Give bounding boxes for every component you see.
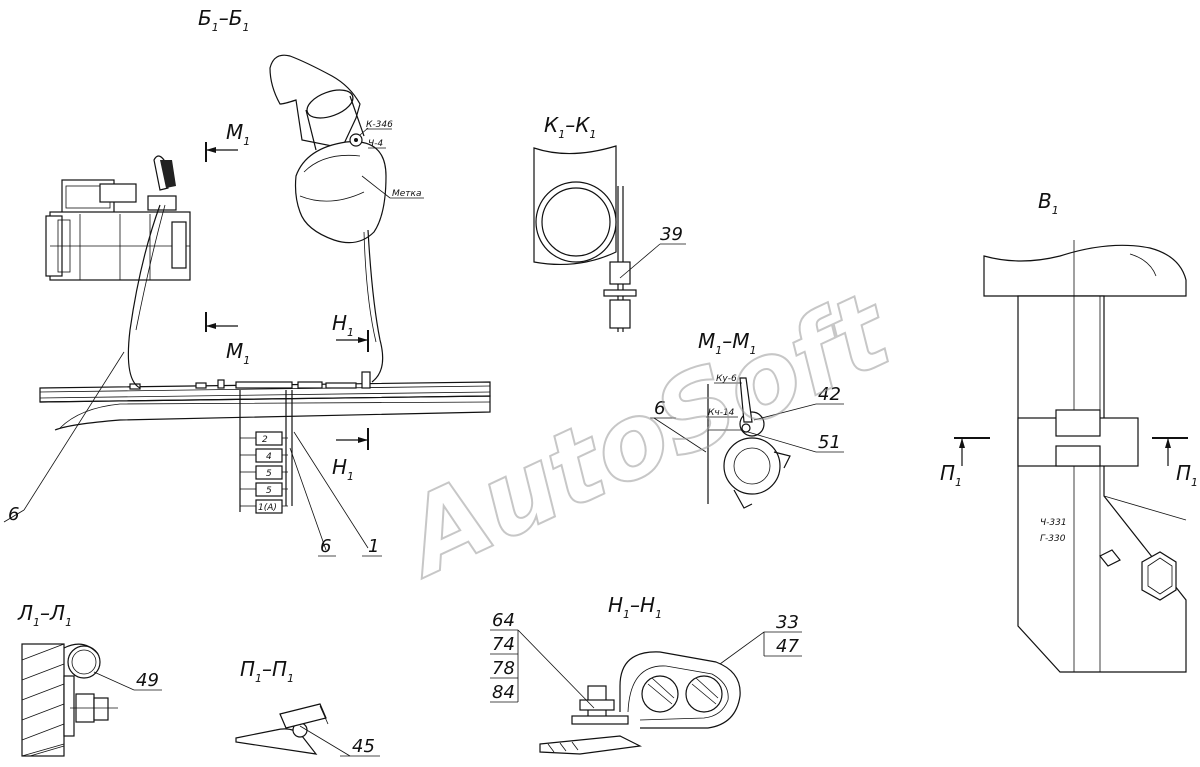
section-mark-m1-top: М1 (205, 120, 250, 162)
callout-6-m1: 6 (650, 398, 707, 453)
callout-39: 39 (619, 224, 686, 279)
view-title-k1: К1–К1 (544, 113, 596, 141)
view-title-v1: В1 (1038, 189, 1059, 217)
callout-51: 51 (747, 431, 844, 453)
connector-label-3: 5 (266, 486, 272, 496)
callout-42: 42 (753, 384, 844, 421)
svg-text:М1: М1 (226, 120, 250, 148)
connector-label-1: 4 (266, 452, 272, 462)
connector-label-2: 5 (266, 469, 272, 479)
section-mark-n1-top: Н1 (332, 311, 369, 352)
svg-text:Ч-4: Ч-4 (368, 139, 383, 149)
view-title-m1: М1–М1 (698, 329, 757, 357)
frame-rail (39, 371, 491, 431)
svg-text:К-346: К-346 (366, 120, 393, 130)
callout-6-mid: 6 (289, 447, 336, 557)
callout-49: 49 (93, 670, 162, 691)
view-title-p1: П1–П1 (240, 657, 294, 685)
svg-text:42: 42 (818, 384, 841, 405)
wire-labels-v1: Ч-331 Г-330 (1040, 518, 1067, 544)
callout-45: 45 (299, 725, 380, 757)
svg-text:П1: П1 (1176, 461, 1198, 489)
svg-text:М1–М1: М1–М1 (698, 329, 757, 357)
svg-text:51: 51 (818, 432, 841, 453)
svg-text:6: 6 (8, 504, 19, 525)
svg-text:6: 6 (320, 536, 331, 557)
svg-text:Н1: Н1 (332, 311, 354, 339)
svg-text:49: 49 (136, 670, 159, 691)
view-title-b1: Б1–Б1 (198, 6, 249, 34)
svg-text:Кч-14: Кч-14 (708, 408, 735, 418)
svg-text:Ч-331: Ч-331 (1040, 518, 1067, 528)
callout-6-left: 6 (3, 351, 125, 525)
view-k1-pipe (533, 145, 637, 332)
svg-text:6: 6 (654, 398, 665, 419)
svg-text:Н1–Н1: Н1–Н1 (608, 593, 662, 621)
starter-motor (45, 155, 191, 281)
section-mark-p1-right: П1 (1152, 437, 1198, 489)
svg-text:39: 39 (660, 224, 683, 245)
connector-block: 2 4 5 5 1(А) (239, 390, 288, 514)
wire-labels-top: К-346 Ч-4 Метка (361, 120, 424, 199)
svg-text:1: 1 (368, 536, 379, 557)
svg-text:Б1–Б1: Б1–Б1 (198, 6, 249, 34)
svg-text:П1–П1: П1–П1 (240, 657, 294, 685)
svg-text:Н1: Н1 (332, 455, 354, 483)
svg-text:М1: М1 (226, 339, 250, 367)
view-title-l1: Л1–Л1 (17, 601, 72, 629)
svg-text:В1: В1 (1038, 189, 1059, 217)
svg-text:33: 33 (776, 612, 799, 633)
svg-text:78: 78 (492, 658, 515, 679)
wiring-harness (127, 204, 384, 506)
view-p1-part (235, 703, 329, 755)
view-n1-clamp (539, 651, 741, 755)
connector-label-0: 2 (262, 435, 268, 445)
view-title-n1: Н1–Н1 (608, 593, 662, 621)
view-v1-bracket (983, 240, 1187, 673)
section-mark-m1-bottom: М1 (205, 312, 250, 367)
callout-1: 1 (293, 431, 382, 557)
callout-64-84: 64 74 78 84 (490, 610, 595, 709)
wire-labels-m1: Ку-6 Кч-14 (706, 374, 742, 418)
svg-text:74: 74 (492, 634, 515, 655)
section-mark-p1-left: П1 (940, 437, 990, 489)
view-l1-clamp (21, 643, 118, 757)
callout-33-47: 33 47 (719, 612, 802, 665)
svg-text:84: 84 (492, 682, 515, 703)
svg-text:К1–К1: К1–К1 (544, 113, 596, 141)
svg-text:П1: П1 (940, 461, 962, 489)
view-m1-starter (707, 377, 791, 509)
svg-text:Г-330: Г-330 (1040, 534, 1066, 544)
svg-text:47: 47 (776, 636, 799, 657)
svg-text:64: 64 (492, 610, 515, 631)
connector-label-4: 1(А) (258, 503, 277, 513)
svg-text:45: 45 (352, 736, 375, 757)
svg-text:Л1–Л1: Л1–Л1 (17, 601, 72, 629)
svg-text:Метка: Метка (392, 189, 422, 199)
intake-pipe (269, 54, 387, 244)
svg-text:Ку-6: Ку-6 (716, 374, 737, 384)
section-mark-n1-bottom: Н1 (332, 428, 369, 483)
